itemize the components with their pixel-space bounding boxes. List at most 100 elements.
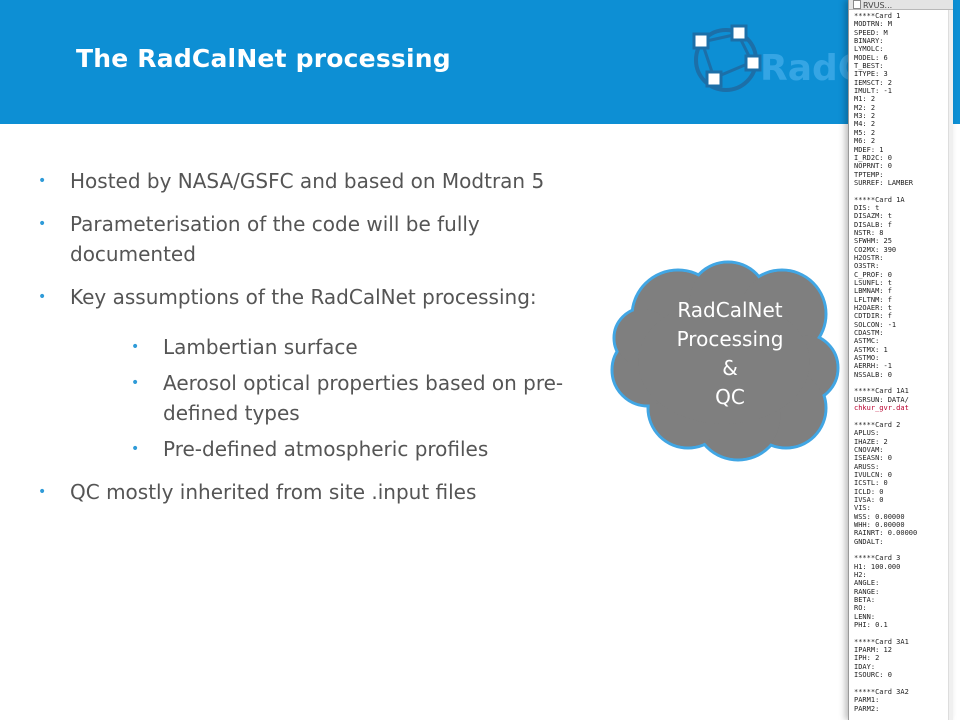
config-line: PARM1: bbox=[854, 696, 880, 705]
config-line: ASTMO: bbox=[854, 354, 880, 363]
config-line: SOLCON: -1 bbox=[854, 320, 897, 329]
config-line: H2OSTR: bbox=[854, 253, 884, 262]
cloud-callout bbox=[610, 260, 840, 462]
config-line: CNOVAM: bbox=[854, 445, 884, 454]
config-line: PHI: 0.1 bbox=[854, 621, 888, 630]
config-line: AERRH: -1 bbox=[854, 362, 892, 371]
config-line bbox=[854, 680, 953, 688]
bullet-dot-icon: • bbox=[131, 375, 140, 391]
cloud-line: Processing bbox=[676, 327, 784, 351]
window-titlebar[interactable]: RVUS... bbox=[849, 0, 953, 10]
config-line bbox=[854, 546, 953, 554]
config-line: DISAZM: t bbox=[854, 212, 892, 221]
config-line: *****Card 3A2 bbox=[854, 687, 909, 696]
bullet-text: Pre-defined atmospheric profiles bbox=[163, 437, 489, 461]
config-line bbox=[854, 629, 953, 637]
bullet-dot-icon: • bbox=[38, 216, 47, 232]
config-line: APLUS: bbox=[854, 429, 880, 438]
config-line: DISALB: f bbox=[854, 220, 892, 229]
config-line: ASTMX: 1 bbox=[854, 345, 888, 354]
config-line bbox=[854, 379, 953, 387]
cloud-line: & bbox=[722, 356, 738, 380]
config-line: CDTDIR: f bbox=[854, 312, 892, 321]
config-line: RANGE: bbox=[854, 587, 880, 596]
config-line: H1: 100.000 bbox=[854, 562, 901, 571]
config-line: I_RD2C: 0 bbox=[854, 153, 892, 162]
config-line: *****Card 1 bbox=[854, 12, 901, 20]
config-line: LYMOLC: bbox=[854, 45, 884, 54]
scrollbar[interactable] bbox=[948, 10, 953, 720]
window-title: RVUS... bbox=[863, 1, 893, 10]
sub-bullet-item: • Pre-defined atmospheric profiles bbox=[38, 434, 608, 464]
bullet-item: • QC mostly inherited from site .input f… bbox=[38, 477, 608, 507]
config-line: TPTEMP: bbox=[854, 170, 884, 179]
config-line: SPEED: M bbox=[854, 28, 888, 37]
config-line: CO2MX: 390 bbox=[854, 245, 897, 254]
config-line: M5: 2 bbox=[854, 128, 876, 137]
config-line: ICLD: 0 bbox=[854, 487, 884, 496]
config-line: LFLTNM: f bbox=[854, 295, 892, 304]
config-line: ICSTL: 0 bbox=[854, 479, 888, 488]
config-line: BINARY: bbox=[854, 37, 884, 46]
bullet-text: Lambertian surface bbox=[163, 335, 358, 359]
config-line: MDEF: 1 bbox=[854, 145, 884, 154]
config-line: IEMSCT: 2 bbox=[854, 78, 892, 87]
config-line: C_PROF: 0 bbox=[854, 270, 892, 279]
config-line: *****Card 3A1 bbox=[854, 637, 909, 646]
config-line: LBMNAM: f bbox=[854, 287, 892, 296]
bullet-text: QC mostly inherited from site .input fil… bbox=[70, 480, 477, 504]
config-line: CDASTM: bbox=[854, 329, 884, 338]
config-line: MODEL: 6 bbox=[854, 53, 888, 62]
header-band bbox=[0, 0, 960, 124]
config-line: IMULT: -1 bbox=[854, 87, 892, 96]
config-line: IPARM: 12 bbox=[854, 646, 892, 655]
config-line: H2OAER: t bbox=[854, 304, 892, 313]
slide-title: The RadCalNet processing bbox=[76, 44, 451, 73]
bullet-dot-icon: • bbox=[131, 441, 140, 457]
config-line: *****Card 2 bbox=[854, 420, 901, 429]
config-line: SURREF: LAMBER bbox=[854, 178, 914, 187]
config-line: IHAZE: 2 bbox=[854, 437, 888, 446]
config-line: ASTMC: bbox=[854, 337, 880, 346]
config-line: GNDALT: bbox=[854, 537, 884, 546]
config-line: M6: 2 bbox=[854, 137, 876, 146]
sub-bullet-item: • Aerosol optical properties based on pr… bbox=[38, 368, 608, 428]
config-line: VIS: bbox=[854, 504, 871, 513]
config-line: M2: 2 bbox=[854, 103, 876, 112]
sub-bullet-item: • Lambertian surface bbox=[38, 332, 608, 362]
bullet-list: • Hosted by NASA/GSFC and based on Modtr… bbox=[38, 166, 608, 520]
config-line: O3STR: bbox=[854, 262, 880, 271]
config-line: IDAY: bbox=[854, 662, 876, 671]
logo-text: RadC bbox=[760, 48, 865, 89]
config-line: RAINRT: 0.00000 bbox=[854, 529, 918, 538]
bullet-text: Key assumptions of the RadCalNet process… bbox=[70, 285, 537, 309]
config-line: NSSALB: 0 bbox=[854, 370, 892, 379]
network-nodes-icon bbox=[692, 24, 762, 92]
bullet-item: • Key assumptions of the RadCalNet proce… bbox=[38, 282, 608, 312]
config-line: USRSUN: DATA/ bbox=[854, 395, 909, 404]
bullet-text: Hosted by NASA/GSFC and based on Modtran… bbox=[70, 169, 545, 193]
cloud-line: QC bbox=[715, 385, 745, 409]
cloud-line: RadCalNet bbox=[677, 298, 783, 322]
config-line: NOPRNT: 0 bbox=[854, 162, 892, 171]
cloud-text: RadCalNet Processing & QC bbox=[630, 296, 830, 412]
config-line: ISEASN: 0 bbox=[854, 454, 892, 463]
config-line: IVULCN: 0 bbox=[854, 470, 892, 479]
config-line: LSUNFL: t bbox=[854, 279, 892, 287]
config-line: BETA: bbox=[854, 596, 876, 605]
config-line: ANGLE: bbox=[854, 579, 880, 588]
config-line: IPH: 2 bbox=[854, 654, 880, 663]
config-line: MODTRN: M bbox=[854, 20, 892, 29]
bullet-text: Aerosol optical properties based on pre-… bbox=[163, 371, 564, 425]
bullet-text: Parameterisation of the code will be ful… bbox=[70, 212, 480, 266]
config-line: SFWHM: 25 bbox=[854, 237, 892, 246]
config-line: M3: 2 bbox=[854, 112, 876, 121]
config-line: PARM2: bbox=[854, 704, 880, 713]
config-line: *****Card 1A bbox=[854, 195, 905, 204]
config-line: T_BEST: bbox=[854, 62, 884, 71]
config-line: *****Card 1A1 bbox=[854, 387, 909, 396]
document-icon bbox=[853, 0, 861, 9]
config-line: NSTR: 8 bbox=[854, 228, 884, 237]
